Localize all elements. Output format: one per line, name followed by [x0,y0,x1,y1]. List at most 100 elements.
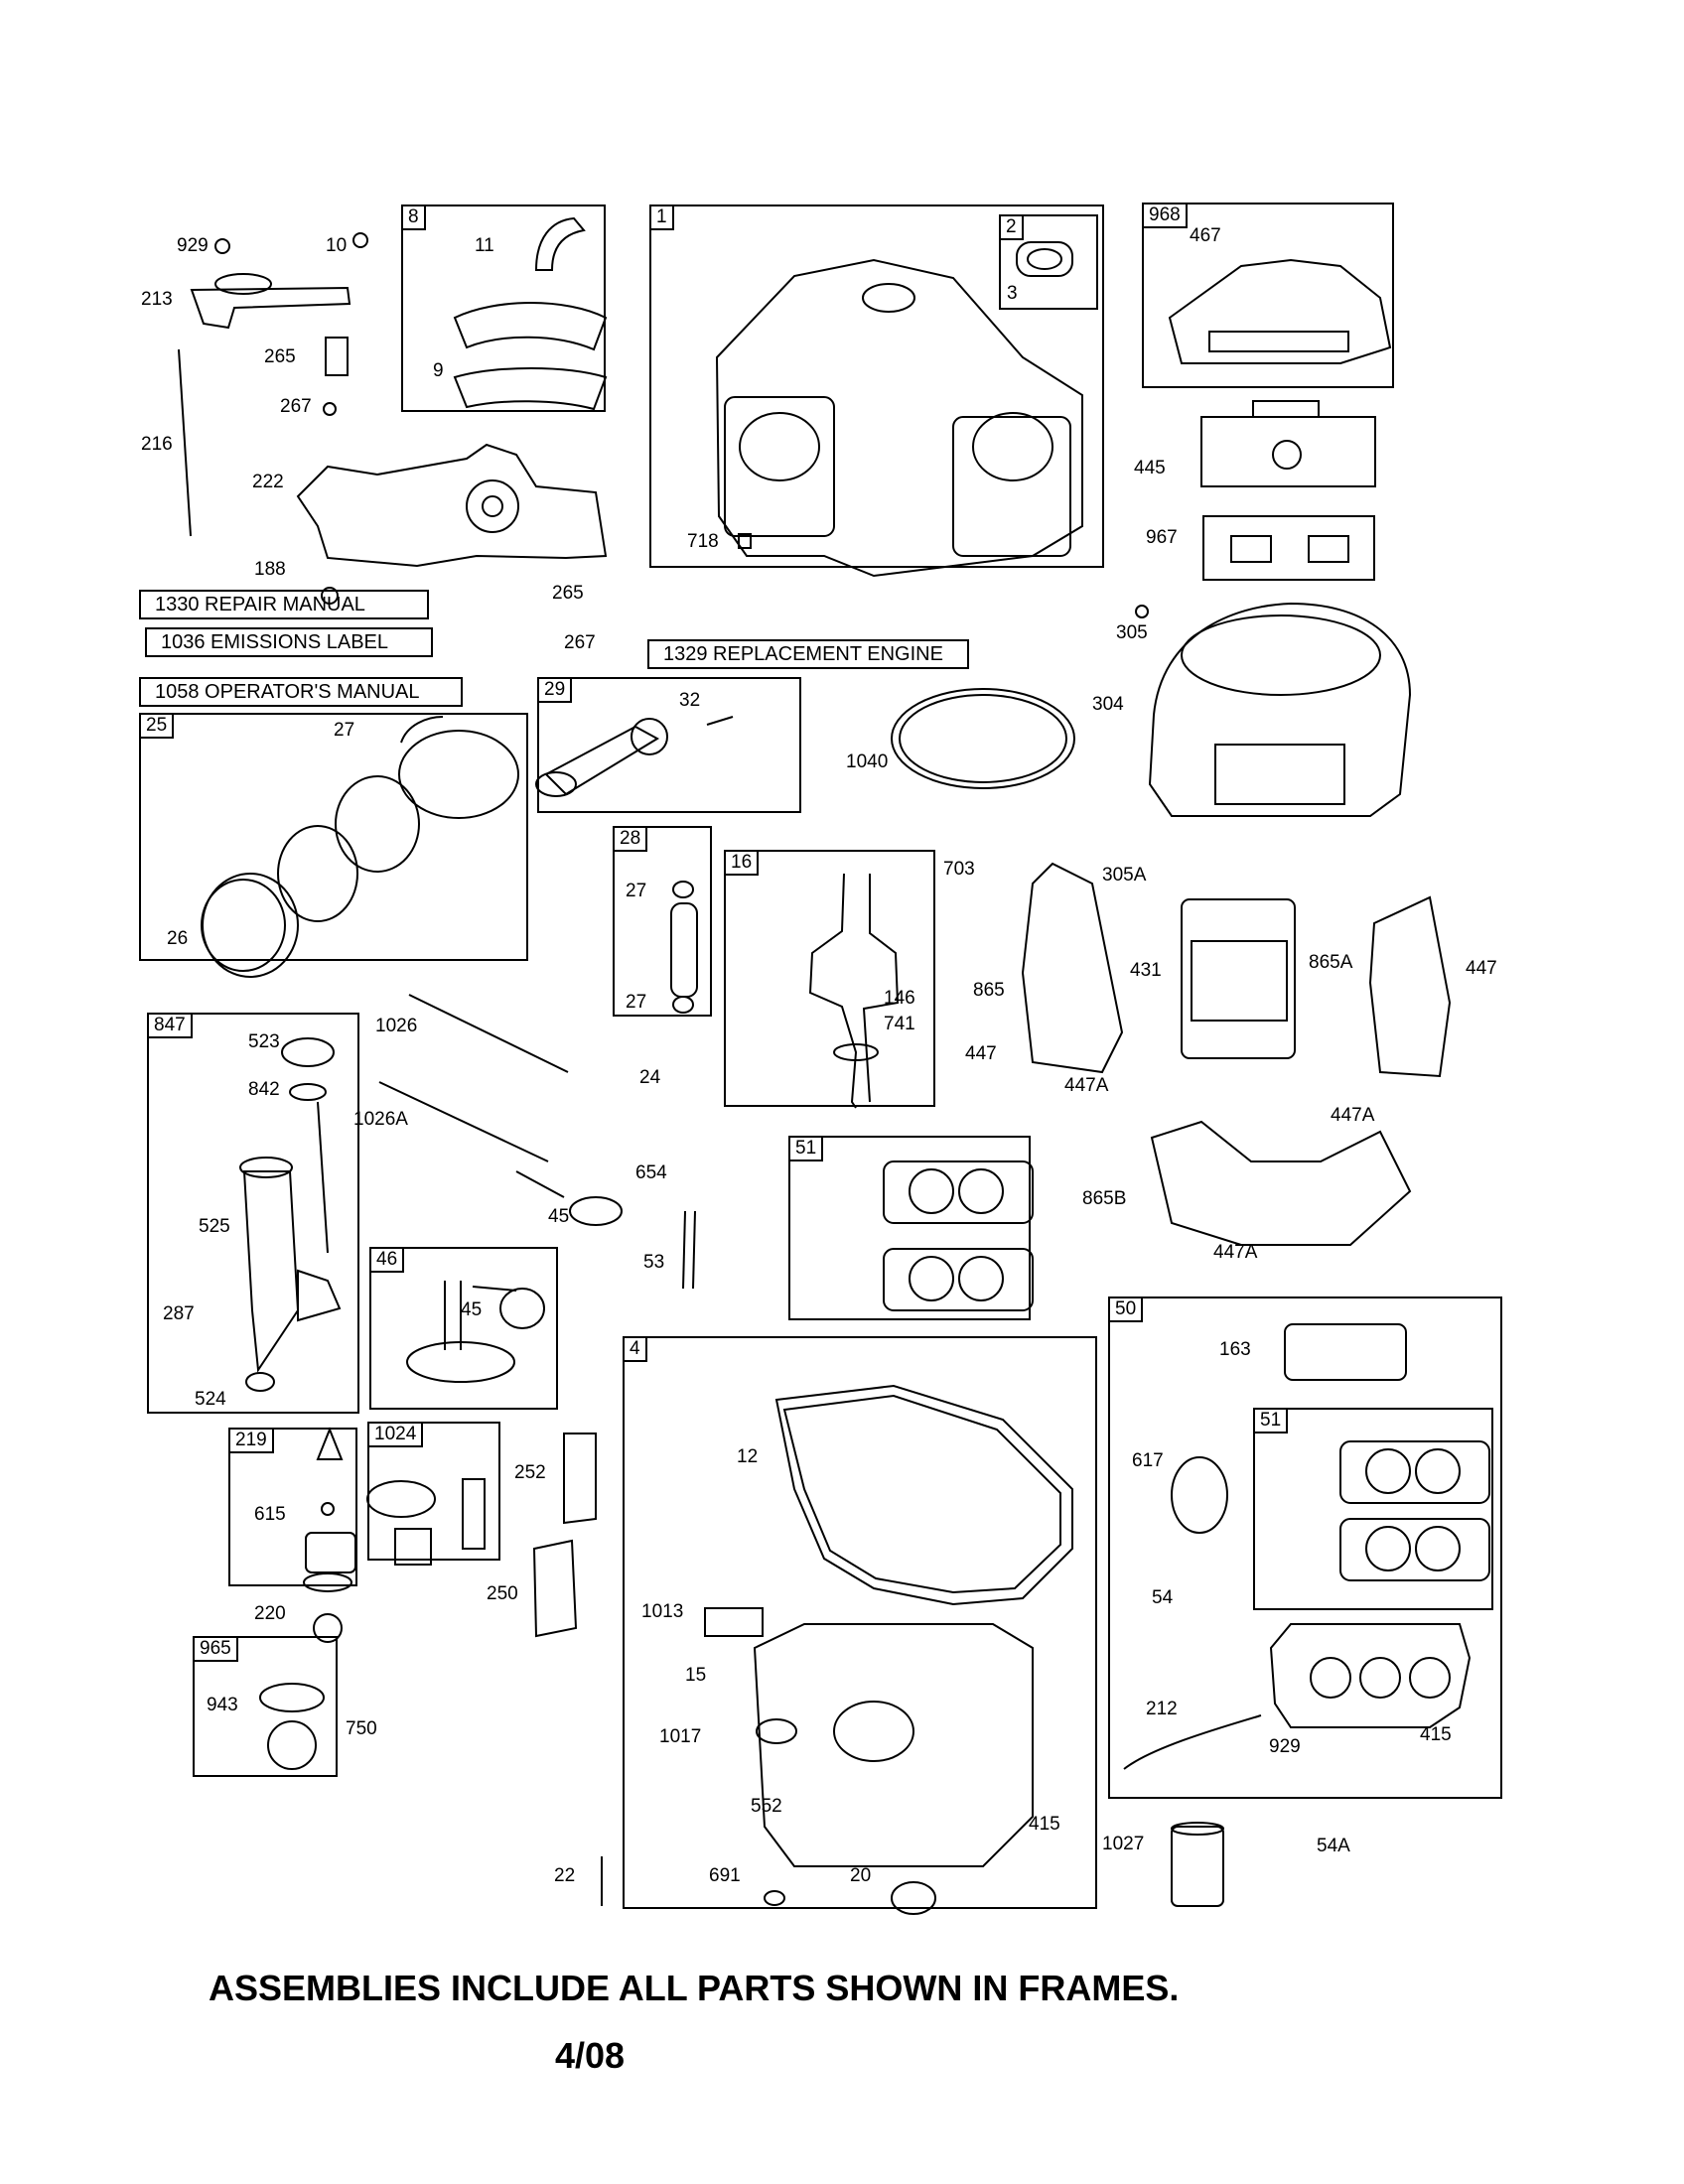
part-label: 222 [252,472,284,492]
oil-sump-drawing [601,1384,1073,1915]
frame-tag-28: 28 [613,826,648,852]
part-label: 265 [264,346,296,367]
dipstick-tube-drawing [239,1037,342,1392]
part-label: 1026 [375,1016,418,1036]
frame-tag-4: 4 [623,1336,647,1362]
part-label: 250 [487,1583,518,1604]
wrist-pin-drawing [670,881,698,1014]
part-label: 304 [1092,694,1124,715]
frame-965: 965 [193,1636,338,1777]
part-label: 267 [564,632,596,653]
frame-25: 25 [139,713,528,961]
frame-tag-219: 219 [228,1428,274,1453]
frame-tag-29: 29 [537,677,573,703]
intake-manifold-drawing [1123,1456,1472,1907]
replacement-engine-label: 1329 REPLACEMENT ENGINE [647,639,969,669]
part-label: 865A [1309,952,1353,973]
frame-tag-51: 51 [788,1136,824,1161]
frame-tag-46: 46 [369,1247,405,1273]
crankshaft-drawing [808,873,900,1109]
part-label: 12 [737,1446,759,1467]
part-label: 220 [254,1603,286,1624]
part-label: 188 [254,559,286,580]
frame-1024: 1024 [367,1422,500,1561]
frame-tag-965: 965 [193,1636,238,1662]
part-label: 447 [965,1043,997,1064]
emissions-label: 1036 EMISSIONS LABEL [145,627,433,657]
part-label: 929 [177,235,209,256]
part-label: 1013 [641,1601,684,1622]
breather-parts-drawing [453,216,608,411]
part-label: 54 [1152,1587,1174,1608]
part-label: 163 [1219,1339,1251,1360]
piston-drawing [201,716,519,978]
part-label: 703 [943,859,975,880]
part-label: 146 [884,988,915,1009]
crankcase-drawing [715,241,1083,578]
part-label: 3 [1007,283,1018,304]
frame-50: 50 [1108,1297,1502,1799]
baffles-drawing [1021,862,1452,1246]
part-label: 447A [1331,1105,1375,1126]
assemblies-note: ASSEMBLIES INCLUDE ALL PARTS SHOWN IN FR… [209,1968,1180,2008]
part-label: 305A [1102,865,1147,886]
gasket-ring-drawing [891,688,1075,789]
frame-tag-25: 25 [139,713,175,739]
frame-968: 968 [1142,203,1394,388]
governor-lever-drawing [178,232,608,605]
part-label: 27 [626,881,647,901]
part-label: 216 [141,434,173,455]
connecting-rod-drawing [535,716,734,797]
part-label: 654 [635,1162,667,1183]
part-label: 718 [687,531,719,552]
part-label: 842 [248,1079,280,1100]
part-label: 26 [167,928,189,949]
part-label: 525 [199,1216,230,1237]
frame-tag-968: 968 [1142,203,1188,228]
part-label: 45 [461,1299,483,1320]
frame-51: 51 [788,1136,1031,1320]
frame-1: 1 [649,205,1104,568]
part-label: 15 [685,1665,707,1686]
part-label: 1026A [353,1109,408,1130]
part-label: 467 [1190,225,1221,246]
intake-gaskets-drawing [883,1160,1490,1581]
part-label: 865 [973,980,1005,1001]
part-label: 552 [751,1796,782,1817]
part-label: 267 [280,396,312,417]
part-label: 22 [554,1865,576,1886]
frame-tag-16: 16 [724,850,760,876]
part-label: 287 [163,1303,195,1324]
camshaft-drawing [406,1281,545,1383]
part-label: 1017 [659,1726,702,1747]
frame-tag-1: 1 [649,205,674,230]
frame-28: 28 [613,826,712,1017]
part-label: 415 [1029,1814,1060,1835]
part-label: 1040 [846,751,889,772]
part-label: 967 [1146,527,1178,548]
frame-8: 8 [401,205,606,412]
part-label: 447A [1064,1075,1109,1096]
part-label: 445 [1134,458,1166,478]
part-label: 252 [514,1462,546,1483]
frame-tag-8: 8 [401,205,426,230]
part-label: 741 [884,1014,915,1034]
part-label: 865B [1082,1188,1127,1209]
part-label: 750 [346,1718,377,1739]
frame-847: 847 [147,1013,359,1414]
frame-51-manifold: 51 [1253,1408,1493,1610]
operators-manual-label: 1058 OPERATOR'S MANUAL [139,677,463,707]
frame-tag-2: 2 [999,214,1024,240]
part-label: 27 [626,992,647,1013]
frame-219: 219 [228,1428,357,1586]
part-label: 45 [548,1206,570,1227]
blower-housing-drawing [1135,602,1412,817]
frame-tag-50: 50 [1108,1297,1144,1322]
air-filter-cover-drawing [1168,258,1392,581]
part-label: 24 [639,1067,661,1088]
part-label: 212 [1146,1699,1178,1719]
part-label: 213 [141,289,173,310]
frame-4: 4 [623,1336,1097,1909]
part-label: 929 [1269,1736,1301,1757]
